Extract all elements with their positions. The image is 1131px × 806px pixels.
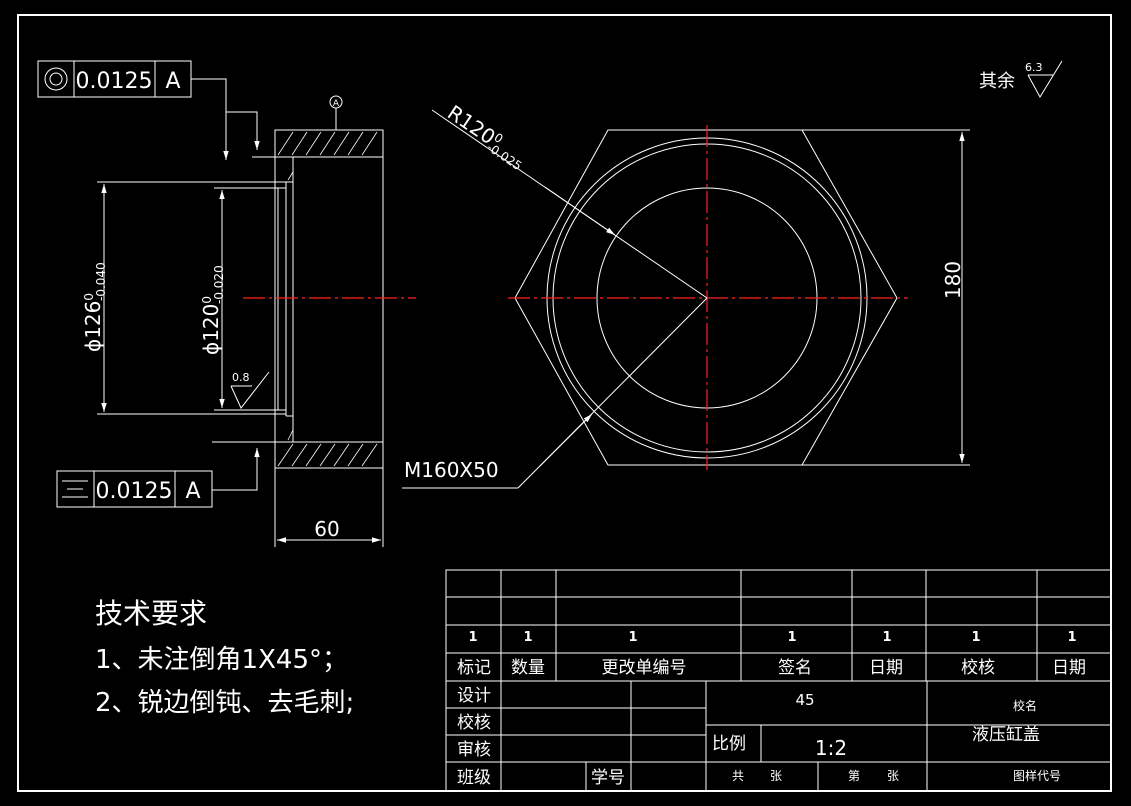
dia-126-lower: -0.040	[94, 262, 108, 301]
tech-req-item-2: 2、锐边倒钝、去毛刺;	[95, 688, 354, 718]
rev-mark-1: 1	[468, 630, 477, 645]
symmetry-icon	[62, 480, 88, 498]
tech-req-item-1: 1、未注倒角1X45°；	[95, 645, 348, 675]
rev-mark-7: 1	[1067, 630, 1076, 645]
dia-126-main: ϕ126	[81, 301, 105, 352]
role-review: 审核	[457, 740, 491, 760]
rev-mark-5: 1	[882, 630, 891, 645]
drawing-code-label: 图样代号	[1013, 768, 1061, 783]
header-check: 校核	[961, 658, 995, 678]
height-180-label: 180	[941, 261, 965, 299]
role-design: 设计	[457, 686, 491, 706]
datum-a-label: A	[333, 99, 340, 109]
dimension-height-180: 180	[802, 129, 970, 466]
header-date-1: 日期	[869, 658, 903, 678]
surface-finish-rest-value: 6.3	[1025, 61, 1043, 74]
surface-finish-local: 0.8	[230, 371, 270, 409]
svg-text:R1200-0.025: R1200-0.025	[442, 100, 532, 173]
role-check: 校核	[457, 713, 491, 733]
rev-mark-6: 1	[971, 630, 980, 645]
dia-120-lower: -0.020	[212, 265, 226, 304]
scale-value: 1:2	[815, 736, 847, 760]
concentricity-datum: A	[165, 69, 180, 94]
dia-120-upper: 0	[200, 296, 214, 304]
dia-126-upper: 0	[82, 293, 96, 301]
tech-req-title: 技术要求	[95, 597, 207, 630]
svg-text:ϕ1200-0.020: ϕ1200-0.020	[199, 265, 226, 355]
sheet-unit-2: 张	[887, 769, 899, 783]
header-date-2: 日期	[1052, 658, 1086, 678]
student-no-label: 学号	[591, 768, 625, 788]
section-view	[243, 129, 416, 469]
svg-text:ϕ1260-0.040: ϕ1260-0.040	[81, 262, 108, 352]
front-view	[508, 125, 908, 470]
title-block-headers: 标记 数量 更改单编号 签名 日期 校核 日期	[457, 658, 1086, 678]
header-quantity: 数量	[511, 658, 545, 678]
school-label: 校名	[1013, 698, 1037, 713]
sheet-unit-1: 张	[770, 769, 782, 783]
symmetry-leader	[212, 441, 275, 491]
dia-120-main: ϕ120	[199, 304, 223, 355]
surface-finish-local-value: 0.8	[232, 371, 250, 384]
concentricity-tolerance-frame: 0.0125 A	[37, 60, 192, 98]
dimension-dia-126: ϕ1260-0.040	[81, 181, 286, 415]
header-mark: 标记	[457, 658, 491, 678]
material-value: 45	[795, 691, 814, 709]
part-name: 液压缸盖	[972, 724, 1040, 745]
total-sheets-label: 共	[732, 769, 744, 783]
concentricity-icon	[44, 67, 68, 91]
symmetry-tolerance-frame: 0.0125 A	[56, 470, 213, 508]
dimension-dia-120: ϕ1200-0.020	[199, 187, 278, 411]
title-block-roles: 设计 校核 审核 班级 学号	[457, 686, 625, 788]
title-block	[445, 569, 1112, 792]
section-hatch-bottom	[277, 429, 378, 467]
section-hatch-top	[277, 131, 378, 181]
concentricity-value: 0.0125	[76, 69, 153, 94]
thread-label: M160X50	[404, 458, 499, 482]
tech-requirements: 技术要求 1、未注倒角1X45°； 2、锐边倒钝、去毛刺;	[95, 597, 354, 718]
r120-lower: -0.025	[484, 140, 524, 173]
rev-mark-4: 1	[787, 630, 796, 645]
scale-label: 比例	[712, 734, 746, 754]
sheet-no-label: 第	[848, 769, 860, 783]
surface-finish-rest-label: 其余	[979, 71, 1015, 92]
datum-a-marker: A	[320, 95, 352, 131]
rev-mark-2: 1	[523, 630, 532, 645]
title-block-rev-marks: 1 1 1 1 1 1 1	[468, 630, 1076, 645]
symmetry-value: 0.0125	[96, 479, 173, 504]
concentricity-leader	[191, 78, 275, 160]
rev-mark-3: 1	[628, 630, 637, 645]
role-class: 班级	[457, 768, 491, 788]
surface-finish-rest: 6.3 其余	[979, 60, 1063, 98]
header-change-no: 更改单编号	[602, 658, 687, 678]
title-block-info: 45 比例 1:2 共 张 第 张 校名 液压缸盖 图样代号	[712, 691, 1061, 783]
dimension-thread: M160X50	[402, 297, 708, 489]
symmetry-datum: A	[185, 479, 200, 504]
width-60-label: 60	[314, 517, 339, 541]
dimension-width-60: 60	[274, 468, 384, 547]
header-signature: 签名	[778, 658, 812, 678]
